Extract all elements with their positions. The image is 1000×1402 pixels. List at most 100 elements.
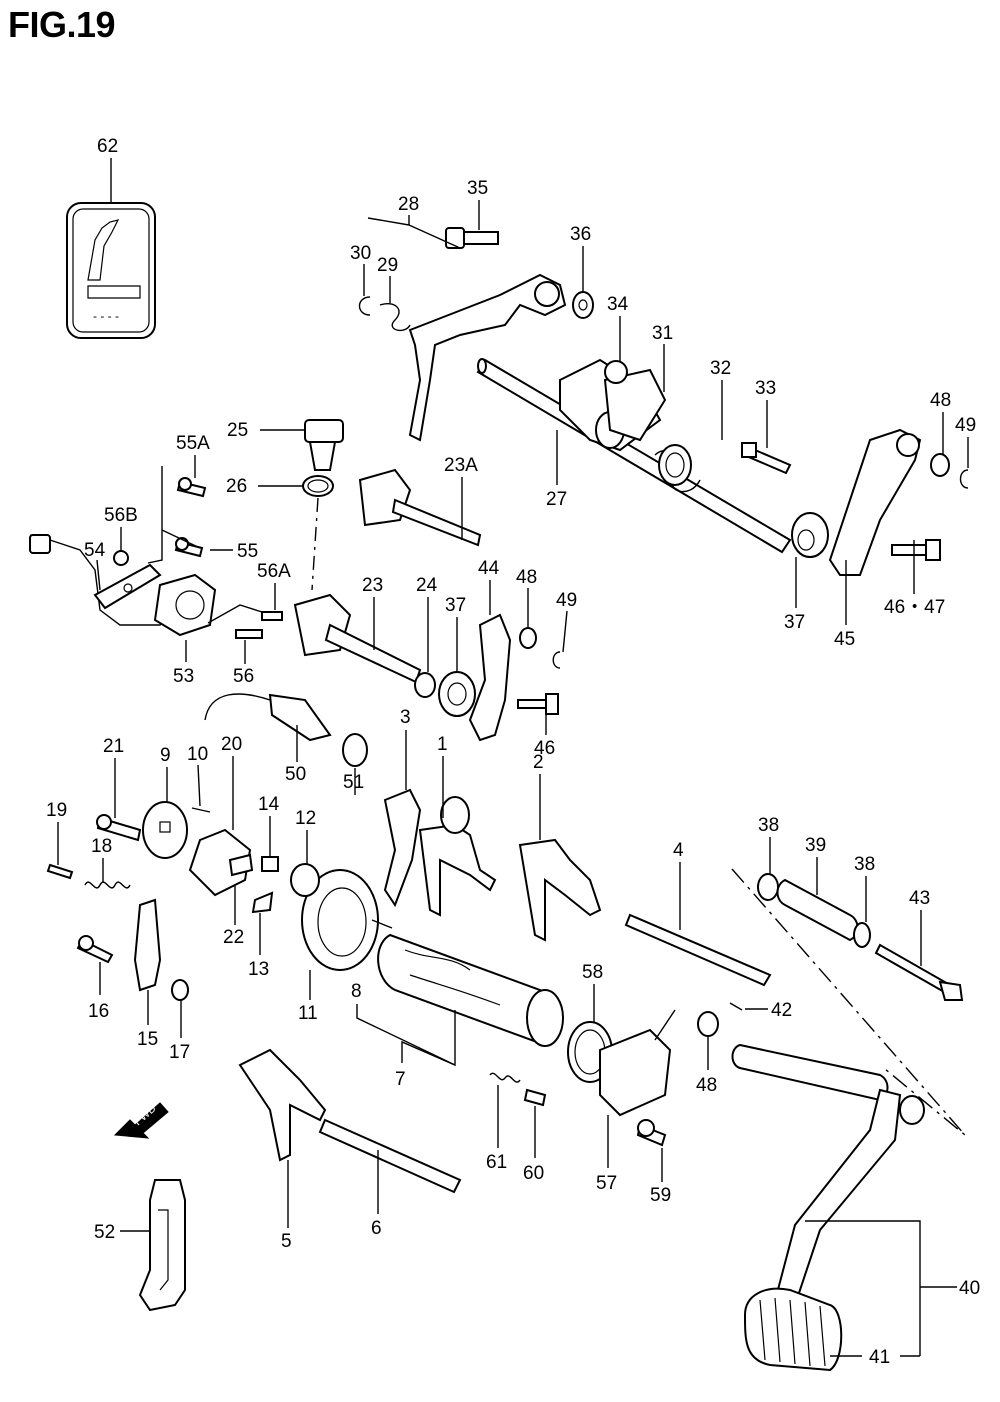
callout-16: 16 <box>88 1001 109 1022</box>
callout-8: 8 <box>351 981 362 1002</box>
part-57-cover <box>599 1009 676 1117</box>
part-56B-nut <box>113 550 129 566</box>
callout-12: 12 <box>295 808 316 829</box>
callout-54: 54 <box>84 540 106 561</box>
callout-48c: 48 <box>696 1075 717 1096</box>
part-32-spring <box>654 444 701 493</box>
part-45-arm <box>828 428 922 576</box>
part-36-washer <box>572 291 594 319</box>
callout-48a: 48 <box>930 390 951 411</box>
part-55A-screw <box>176 477 207 498</box>
callout-59: 59 <box>650 1185 671 1206</box>
part-1-shift-fork <box>418 796 497 917</box>
callout-38b: 38 <box>854 854 875 875</box>
callout-2: 2 <box>533 752 544 773</box>
part-48-washer-upper <box>930 453 950 477</box>
callout-18: 18 <box>91 836 112 857</box>
callout-48b: 48 <box>516 567 537 588</box>
callout-23A: 23A <box>444 455 478 476</box>
callout-21: 21 <box>103 736 124 757</box>
part-29-spring-clip <box>379 303 411 332</box>
callout-34: 34 <box>607 294 629 315</box>
part-17-washer <box>171 979 189 1001</box>
callout-53: 53 <box>173 666 194 687</box>
fwd-arrow-icon: FWD <box>113 1102 169 1139</box>
part-8-pin <box>371 919 393 929</box>
callout-1: 1 <box>437 734 448 755</box>
part-61-spring <box>489 1072 521 1083</box>
svg-text:- - - -: - - - - <box>93 309 119 323</box>
callout-31: 31 <box>652 323 673 344</box>
callout-26: 26 <box>226 476 247 497</box>
callout-22: 22 <box>223 927 244 948</box>
callout-62: 62 <box>97 136 118 157</box>
callout-42: 42 <box>771 1000 792 1021</box>
part-26-o-ring <box>302 475 334 497</box>
callout-61: 61 <box>486 1152 507 1173</box>
part-14-bolt <box>261 856 279 872</box>
callout-43: 43 <box>909 888 930 909</box>
part-56-screw <box>235 629 263 639</box>
callout-55: 55 <box>237 541 258 562</box>
part-44-arm <box>468 613 512 742</box>
callout-35: 35 <box>467 178 488 199</box>
part-15-stopper-arm <box>133 898 162 992</box>
callout-36: 36 <box>570 224 591 245</box>
callout-14: 14 <box>258 794 280 815</box>
part-9-plate <box>142 801 188 859</box>
callout-56A: 56A <box>257 561 291 582</box>
part-49-circlip-mid <box>552 651 561 669</box>
callout-37b: 37 <box>784 612 805 633</box>
figure-title: FIG.19 <box>8 4 116 45</box>
callout-11: 11 <box>298 1003 318 1024</box>
callout-3: 3 <box>400 707 411 728</box>
callout-45: 45 <box>834 629 855 650</box>
part-7-shift-drum <box>377 933 564 1047</box>
callout-29: 29 <box>377 255 398 276</box>
callout-46: 46 <box>534 738 555 759</box>
part-18-spring <box>84 881 131 889</box>
part-23A-shift-cam-top <box>358 468 482 547</box>
part-33-bolt <box>741 442 792 475</box>
part-54-plate <box>93 563 162 610</box>
callout-49a: 49 <box>955 415 976 436</box>
callout-57: 57 <box>596 1173 617 1194</box>
callout-15: 15 <box>137 1029 158 1050</box>
part-4-fork-shaft <box>624 913 772 987</box>
part-5-shift-fork <box>238 1048 327 1162</box>
callout-39: 39 <box>805 835 826 856</box>
callout-5: 5 <box>281 1231 292 1252</box>
callout-60: 60 <box>523 1163 544 1184</box>
part-37-bushing-upper <box>791 512 829 558</box>
part-53-gear-position-sensor <box>29 534 217 637</box>
part-62-indicator-plate: - - - - <box>66 202 156 339</box>
part-21-bolt <box>96 814 142 842</box>
callout-9: 9 <box>160 745 171 766</box>
part-51-o-ring <box>342 733 368 767</box>
part-50-neutral-switch <box>204 693 332 742</box>
part-23-shift-cam <box>293 593 422 684</box>
part-42-cotter-pin <box>729 1002 743 1011</box>
part-59-bolt <box>636 1119 667 1147</box>
callout-20: 20 <box>221 734 242 755</box>
part-37-bushing-lower <box>438 671 476 717</box>
part-10-pin <box>191 807 211 813</box>
part-46-bolt-mid <box>517 693 559 715</box>
callout-17: 17 <box>169 1042 190 1063</box>
part-28-link-arm <box>408 273 567 442</box>
part-2-shift-fork <box>518 838 602 942</box>
callout-13: 13 <box>248 959 269 980</box>
callout-6: 6 <box>371 1218 382 1239</box>
callout-19: 19 <box>46 800 67 821</box>
callout-55A: 55A <box>176 433 210 454</box>
callout-40: 40 <box>959 1278 980 1299</box>
part-38-o-ring-b <box>853 922 871 948</box>
callout-labels: 62 28 35 36 30 29 34 31 32 33 48 49 25 5… <box>46 136 980 1368</box>
part-16-bolt <box>76 935 114 964</box>
callout-58: 58 <box>582 962 603 983</box>
part-6-fork-shaft <box>318 1118 462 1194</box>
part-38-o-ring-a <box>757 873 779 901</box>
part-49-circlip-upper <box>959 469 969 489</box>
callout-10: 10 <box>187 744 208 765</box>
callout-51: 51 <box>343 772 364 793</box>
